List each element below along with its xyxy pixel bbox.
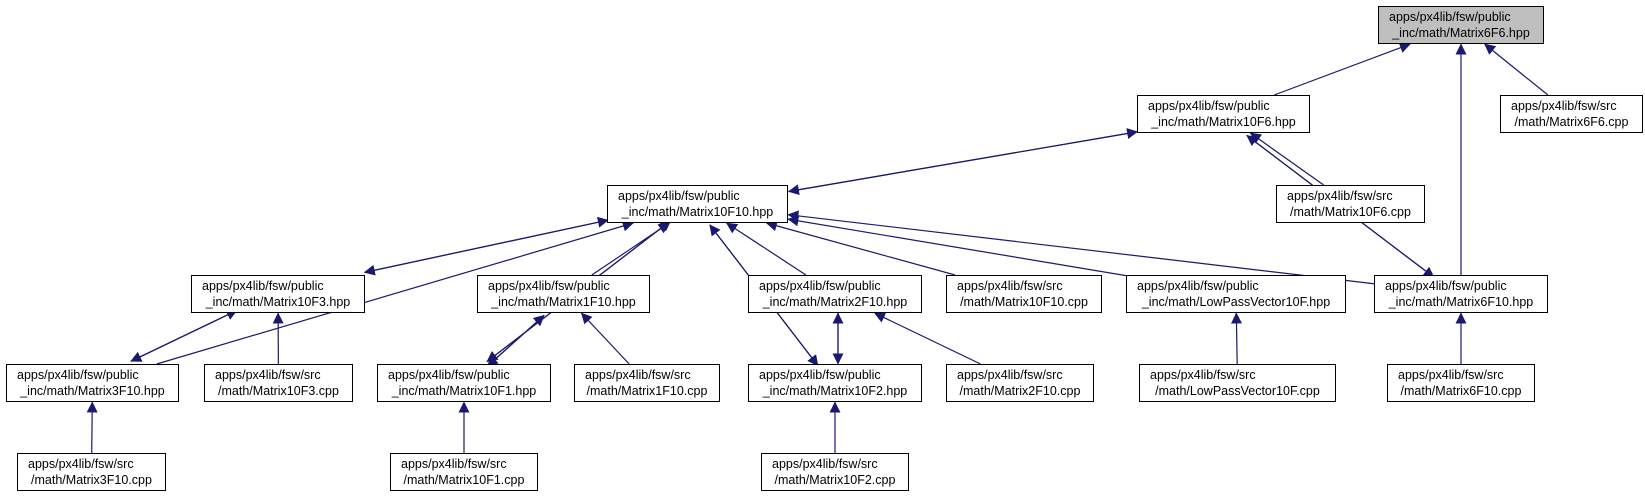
node-matrix10f2-cpp[interactable]: apps/px4lib/fsw/src /math/Matrix10F2.cpp xyxy=(761,453,909,491)
node-file-line: /math/Matrix6F6.cpp xyxy=(1514,115,1629,129)
node-file-line: /math/Matrix10F1.cpp xyxy=(403,473,525,487)
include-edge-m10f10_cpp-to-m10f10_hpp xyxy=(765,220,956,276)
include-edge-m10f6_cpp-to-m10f6_hpp xyxy=(1249,132,1325,186)
node-path-line: apps/px4lib/fsw/public xyxy=(759,368,881,382)
node-file-line: /math/Matrix10F2.cpp xyxy=(774,473,896,487)
node-file-line: /math/LowPassVector10F.cpp xyxy=(1155,384,1320,398)
node-matrix6f10-hpp[interactable]: apps/px4lib/fsw/public _inc/math/Matrix6… xyxy=(1374,275,1548,313)
node-path-line: apps/px4lib/fsw/src xyxy=(215,368,321,382)
node-matrix10f10-cpp[interactable]: apps/px4lib/fsw/src /math/Matrix10F10.cp… xyxy=(946,275,1102,313)
node-file-line: _inc/math/LowPassVector10F.hpp xyxy=(1141,295,1331,309)
node-path-line: apps/px4lib/fsw/public xyxy=(618,189,740,203)
node-matrix10f1-cpp[interactable]: apps/px4lib/fsw/src /math/Matrix10F1.cpp xyxy=(390,453,538,491)
include-edge-m2f10_hpp-to-m10f10_hpp xyxy=(726,222,807,276)
node-path-line: apps/px4lib/fsw/src xyxy=(585,368,691,382)
node-matrix10f1-hpp[interactable]: apps/px4lib/fsw/public _inc/math/Matrix1… xyxy=(377,364,551,402)
include-edge-lpv_hpp-to-m10f10_hpp xyxy=(787,215,1127,277)
node-file-line: _inc/math/Matrix3F10.hpp xyxy=(20,384,165,398)
node-path-line: apps/px4lib/fsw/src xyxy=(957,368,1063,382)
node-lowpassvector10f-hpp[interactable]: apps/px4lib/fsw/public _inc/math/LowPass… xyxy=(1126,275,1346,313)
node-matrix1f10-cpp[interactable]: apps/px4lib/fsw/src /math/Matrix1F10.cpp xyxy=(574,364,720,402)
node-matrix6f10-cpp[interactable]: apps/px4lib/fsw/src /math/Matrix6F10.cpp xyxy=(1387,364,1535,402)
node-matrix10f3-cpp[interactable]: apps/px4lib/fsw/src /math/Matrix10F3.cpp xyxy=(204,364,353,402)
node-file-line: /math/Matrix10F10.cpp xyxy=(960,295,1088,309)
node-matrix2f10-hpp[interactable]: apps/px4lib/fsw/public _inc/math/Matrix2… xyxy=(748,275,922,313)
node-file-line: _inc/math/Matrix10F6.hpp xyxy=(1151,115,1296,129)
include-edge-m6f10_hpp-to-m10f10_hpp xyxy=(787,210,1375,285)
node-matrix10f6-cpp[interactable]: apps/px4lib/fsw/src /math/Matrix10F6.cpp xyxy=(1276,185,1425,223)
node-matrix6f6-hpp[interactable]: apps/px4lib/fsw/public _inc/math/Matrix6… xyxy=(1378,6,1544,44)
node-matrix10f6-hpp[interactable]: apps/px4lib/fsw/public _inc/math/Matrix1… xyxy=(1137,95,1310,133)
node-path-line: apps/px4lib/fsw/public xyxy=(1137,279,1259,293)
node-file-line: _inc/math/Matrix6F10.hpp xyxy=(1388,295,1534,309)
node-file-line: _inc/math/Matrix2F10.hpp xyxy=(762,295,908,309)
include-edge-m3f10_hpp-to-m10f10_hpp xyxy=(156,220,634,365)
node-file-line: _inc/math/Matrix10F2.hpp xyxy=(762,384,908,398)
include-edge-m10f6_hpp-to-m6f6_hpp xyxy=(1273,42,1411,96)
node-matrix3f10-cpp[interactable]: apps/px4lib/fsw/src /math/Matrix3F10.cpp xyxy=(17,453,166,491)
node-path-line: apps/px4lib/fsw/public xyxy=(759,279,881,293)
node-file-line: /math/Matrix2F10.cpp xyxy=(959,384,1081,398)
node-file-line: /math/Matrix1F10.cpp xyxy=(586,384,708,398)
node-path-line: apps/px4lib/fsw/src xyxy=(28,457,134,471)
node-path-line: apps/px4lib/fsw/src xyxy=(1398,368,1504,382)
node-path-line: apps/px4lib/fsw/public xyxy=(388,368,510,382)
node-file-line: _inc/math/Matrix10F3.hpp xyxy=(205,295,351,309)
node-path-line: apps/px4lib/fsw/public xyxy=(202,279,324,293)
node-file-line: _inc/math/Matrix6F6.hpp xyxy=(1392,26,1530,40)
node-path-line: apps/px4lib/fsw/src xyxy=(1287,189,1393,203)
node-path-line: apps/px4lib/fsw/src xyxy=(1511,99,1617,113)
node-matrix10f2-hpp[interactable]: apps/px4lib/fsw/public _inc/math/Matrix1… xyxy=(748,364,922,402)
node-file-line: _inc/math/Matrix10F1.hpp xyxy=(391,384,537,398)
include-edge-m1f10_hpp-to-m10f1_hpp xyxy=(486,314,545,367)
node-path-line: apps/px4lib/fsw/src xyxy=(957,279,1063,293)
node-matrix1f10-hpp[interactable]: apps/px4lib/fsw/public _inc/math/Matrix1… xyxy=(477,275,650,313)
node-file-line: /math/Matrix10F6.cpp xyxy=(1290,205,1411,219)
node-path-line: apps/px4lib/fsw/public xyxy=(1389,10,1511,24)
node-file-line: /math/Matrix3F10.cpp xyxy=(31,473,152,487)
node-matrix10f3-hpp[interactable]: apps/px4lib/fsw/public _inc/math/Matrix1… xyxy=(191,275,365,313)
node-matrix10f10-hpp[interactable]: apps/px4lib/fsw/public _inc/math/Matrix1… xyxy=(607,185,788,223)
node-matrix3f10-hpp[interactable]: apps/px4lib/fsw/public _inc/math/Matrix3… xyxy=(6,364,179,402)
node-path-line: apps/px4lib/fsw/src xyxy=(1150,368,1256,382)
include-edge-lpv_cpp-to-lpv_hpp xyxy=(1230,312,1242,365)
include-edge-m10f10_hpp-to-m10f3_hpp xyxy=(363,219,609,276)
node-path-line: apps/px4lib/fsw/public xyxy=(1385,279,1507,293)
include-edge-m2f10_cpp-to-m2f10_hpp xyxy=(873,312,981,365)
include-edge-m1f10_cpp-to-m1f10_hpp xyxy=(580,312,630,365)
node-file-line: /math/Matrix6F10.cpp xyxy=(1400,384,1522,398)
node-file-line: /math/Matrix10F3.cpp xyxy=(218,384,339,398)
node-path-line: apps/px4lib/fsw/src xyxy=(772,457,878,471)
node-file-line: _inc/math/Matrix1F10.hpp xyxy=(491,295,636,309)
include-edge-m3f10_cpp-to-m3f10_hpp xyxy=(86,401,98,454)
include-edge-m10f6_hpp-to-m10f10_hpp xyxy=(787,131,1138,196)
node-path-line: apps/px4lib/fsw/public xyxy=(17,368,139,382)
node-matrix2f10-cpp[interactable]: apps/px4lib/fsw/src /math/Matrix2F10.cpp xyxy=(946,364,1094,402)
node-path-line: apps/px4lib/fsw/public xyxy=(488,279,610,293)
node-file-line: _inc/math/Matrix10F10.hpp xyxy=(621,205,774,219)
node-lowpassvector10f-cpp[interactable]: apps/px4lib/fsw/src /math/LowPassVector1… xyxy=(1139,364,1336,402)
node-matrix6f6-cpp[interactable]: apps/px4lib/fsw/src /math/Matrix6F6.cpp xyxy=(1500,95,1643,133)
include-edge-m10f3_hpp-to-m3f10_hpp xyxy=(130,309,238,362)
node-path-line: apps/px4lib/fsw/public xyxy=(1148,99,1270,113)
include-edge-m6f6_cpp-to-m6f6_hpp xyxy=(1484,43,1549,96)
node-path-line: apps/px4lib/fsw/src xyxy=(401,457,507,471)
